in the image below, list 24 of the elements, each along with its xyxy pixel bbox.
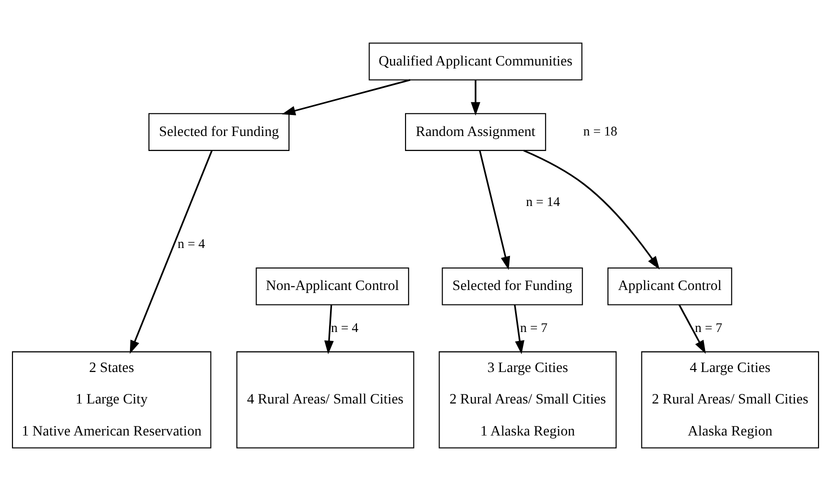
arrow [523,150,660,270]
arrow [324,304,334,354]
arrow [282,79,410,116]
node-box: 3 Large Cities 2 Rural Areas/ Small Cities 1 Alaska Region [438,351,617,448]
arrow [478,150,510,270]
node-box: Qualified Applicant Communities [368,42,582,80]
node-box: Random Assignment [405,113,546,151]
edge-label: n = 7 [520,320,548,335]
arrow [130,150,213,354]
node-box: Selected for Funding [148,113,290,151]
arrow [470,80,480,116]
edge-label: n = 4 [178,236,206,251]
node-box: 4 Large Cities 2 Rural Areas/ Small Cities Alaska Region [641,351,820,448]
node-box: Non-Applicant Control [256,267,410,306]
edge-label: n = 7 [694,320,722,335]
label: n = 18 [583,124,618,139]
edge-label: n = 4 [331,320,358,335]
label: n = 14 [526,194,560,210]
node-box: 2 States 1 Large City 1 Native American Reservation [12,351,212,448]
arrow [678,304,706,354]
node-box: Selected for Funding [442,267,583,306]
node-box: Applicant Control [607,267,732,306]
node-box: 4 Rural Areas/ Small Cities [236,351,414,448]
arrow [514,304,524,354]
